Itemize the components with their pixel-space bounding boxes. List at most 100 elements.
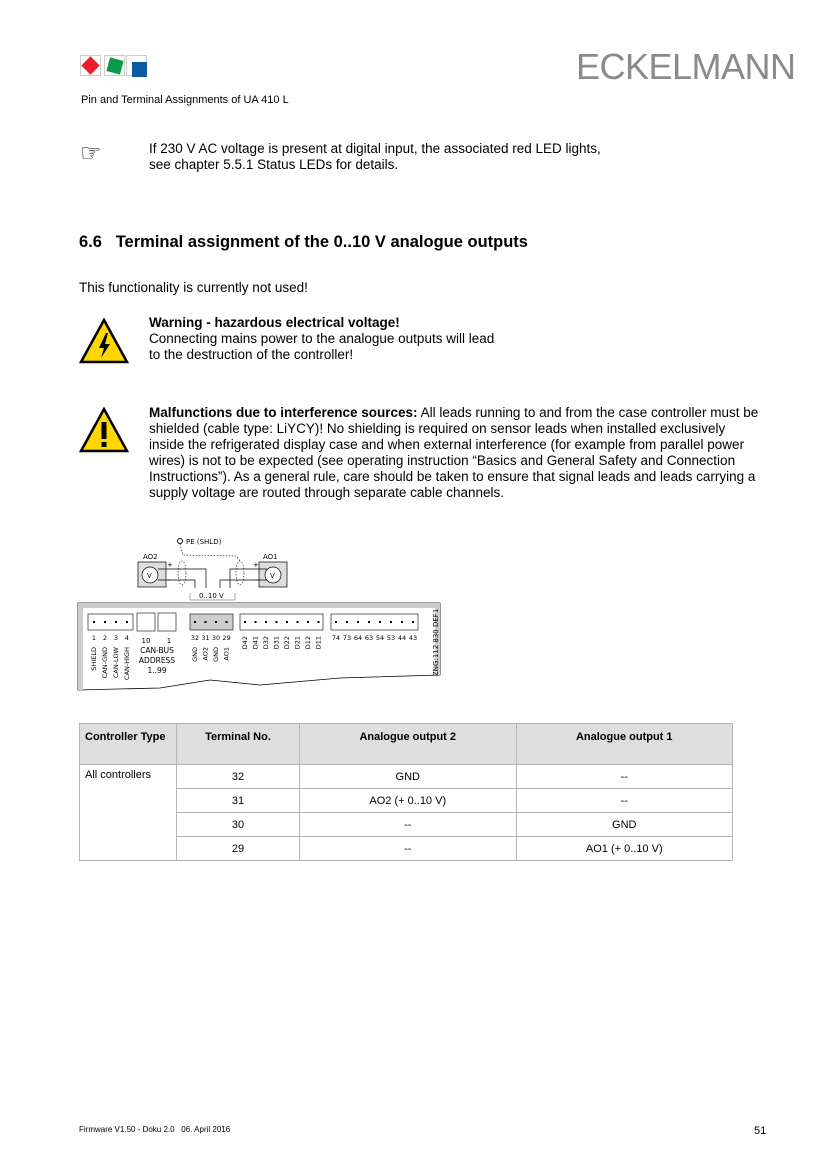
warning2: Malfunctions due to interference sources… <box>149 405 764 501</box>
footer-left: Firmware V1.50 - Doku 2.0 06. April 2016 <box>79 1125 231 1134</box>
table-header-row: Controller Type Terminal No. Analogue ou… <box>79 723 733 765</box>
relay-pin-number: 73 <box>343 634 351 642</box>
terminal-pin <box>379 621 381 623</box>
col-analogue-output-1: Analogue output 1 <box>515 723 733 765</box>
terminal-pin <box>346 621 348 623</box>
cell: GND <box>299 764 517 789</box>
page-number: 51 <box>754 1125 767 1137</box>
terminal-pin <box>307 621 309 623</box>
digital-input-label: D22 <box>283 636 291 649</box>
can-pin-label: CAN-GND <box>101 647 109 678</box>
col-terminal-no: Terminal No. <box>176 723 300 765</box>
digital-input-label: D32 <box>262 636 270 649</box>
terminal-pin <box>286 621 288 623</box>
cell: -- <box>299 836 517 861</box>
digital-input-label: D42 <box>241 636 249 649</box>
relay-pin-number: 44 <box>398 634 406 642</box>
address-range-label: 1..99 <box>147 666 166 675</box>
relay-pin-number: 64 <box>354 634 362 642</box>
note-line: If 230 V AC voltage is present at digita… <box>149 141 601 156</box>
terminal-pin <box>126 621 128 623</box>
relay-pin-number: 74 <box>332 634 340 642</box>
page-subtitle: Pin and Terminal Assignments of UA 410 L <box>81 94 289 106</box>
terminal-pin <box>335 621 337 623</box>
voltmeter-ao1: V <box>270 572 275 580</box>
ao-pin-number: 30 <box>212 634 220 642</box>
relay-pin-number: 63 <box>365 634 373 642</box>
can-pin-number: 4 <box>125 634 129 642</box>
terminal-pin <box>390 621 392 623</box>
can-bus-label: CAN-BUS <box>140 646 174 655</box>
can-pin-label: CAN-HIGH <box>123 647 131 680</box>
terminal-pin <box>225 621 228 623</box>
relay-pin-number: 43 <box>409 634 417 642</box>
note-line: see chapter 5.5.1 Status LEDs for detail… <box>149 157 399 172</box>
ao-pin-label: GND <box>212 647 220 662</box>
ao-pin-label: AO1 <box>223 647 231 661</box>
section-title: Terminal assignment of the 0..10 V analo… <box>115 233 528 251</box>
digital-input-label: D41 <box>252 636 260 649</box>
table-row: 29--AO1 (+ 0..10 V) <box>80 836 733 861</box>
ao2-label: AO2 <box>143 553 158 561</box>
warning1-line: to the destruction of the controller! <box>149 347 354 362</box>
cell: -- <box>515 788 733 813</box>
ao-pin-number: 29 <box>222 634 230 642</box>
can-pin-number: 1 <box>92 634 96 642</box>
terminal-pin <box>104 621 106 623</box>
terminal-pin <box>296 621 299 623</box>
section-number: 6.6 <box>79 233 102 251</box>
ao1-label: AO1 <box>263 553 278 561</box>
terminal-diagram: PE (SHLD) AO2 AO1 V V + - + - 0..10 V 1S… <box>77 538 441 691</box>
ao-pin-number: 32 <box>191 634 199 642</box>
ao-pin-label: AO2 <box>202 647 210 661</box>
terminal-pin <box>317 621 320 623</box>
intro-text: This functionality is currently not used… <box>79 280 308 295</box>
cell: 32 <box>176 764 300 789</box>
high-voltage-warning-icon <box>79 318 129 364</box>
warning2-title: Malfunctions due to interference sources… <box>149 405 418 420</box>
terminal-pin <box>244 621 246 623</box>
can-pin-label: SHIELD <box>90 647 98 671</box>
brand-name: ECKELMANN <box>576 46 796 87</box>
terminal-pin <box>265 621 267 623</box>
voltmeter-ao2: V <box>147 572 152 580</box>
relay-pin-number: 53 <box>387 634 395 642</box>
rotary-1-label: 1 <box>167 637 171 645</box>
col-controller-type: Controller Type <box>79 723 177 765</box>
digital-input-label: D11 <box>315 636 323 649</box>
ao-pin-number: 31 <box>201 634 209 642</box>
terminal-table: Controller Type Terminal No. Analogue ou… <box>79 723 733 861</box>
terminal-pin <box>254 621 257 623</box>
terminal-pin <box>368 621 370 623</box>
plus-ao2: + <box>167 561 173 569</box>
table-row: 30--GND <box>80 812 733 837</box>
terminal-pin <box>275 621 278 623</box>
cell: 30 <box>176 812 300 837</box>
note-text: If 230 V AC voltage is present at digita… <box>149 141 601 173</box>
plus-ao1: + <box>253 561 259 569</box>
digital-input-label: D12 <box>304 636 312 649</box>
warning1-line: Connecting mains power to the analogue o… <box>149 331 495 346</box>
cell: GND <box>515 812 733 837</box>
terminal-pin <box>204 621 207 623</box>
cell: 29 <box>176 836 300 861</box>
cell: 31 <box>176 788 300 813</box>
terminal-pin <box>412 621 414 623</box>
terminal-pin <box>115 621 117 623</box>
digital-input-label: D21 <box>294 636 302 649</box>
drawing-number: ZNG:112 830 DEF1 <box>432 609 440 676</box>
digital-input-label: D31 <box>273 636 281 649</box>
range-label: 0..10 V <box>199 592 224 600</box>
can-pin-number: 2 <box>103 634 107 642</box>
relay-pin-number: 54 <box>376 634 384 642</box>
col-analogue-output-2: Analogue output 2 <box>299 723 517 765</box>
terminal-pin <box>357 621 359 623</box>
address-label: ADDRESS <box>139 656 175 665</box>
cell: AO1 (+ 0..10 V) <box>515 836 733 861</box>
pe-label: PE (SHLD) <box>186 538 222 546</box>
warning1-title: Warning - hazardous electrical voltage! <box>149 315 400 330</box>
can-pin-number: 3 <box>114 634 118 642</box>
